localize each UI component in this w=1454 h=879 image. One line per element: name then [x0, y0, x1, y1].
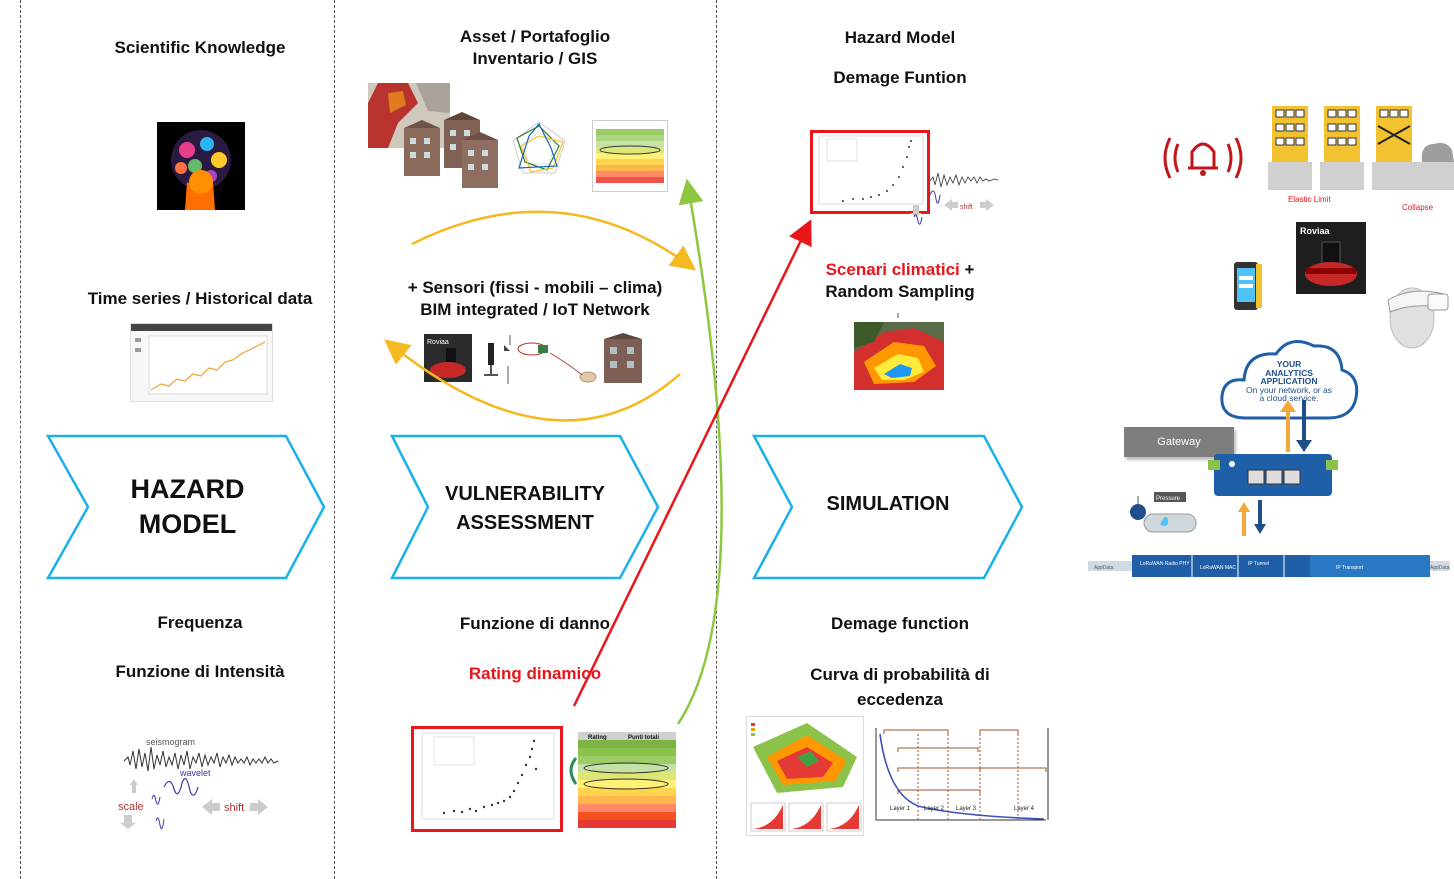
scenari-title: Scenari climatici + Random Sampling [825, 260, 975, 301]
funzione-danno-title: Funzione di danno [459, 614, 611, 633]
yellow-arrow-top [411, 210, 697, 271]
svg-text:Layer 4: Layer 4 [1014, 806, 1035, 812]
analytics-cloud [1220, 340, 1359, 420]
hazard-model-label: HAZARD MODEL [130, 474, 245, 539]
svg-text:AppData: AppData [1094, 565, 1114, 571]
alarm-bell-icon [1163, 137, 1243, 179]
time-series-title: Time series / Historical data [87, 289, 313, 308]
demage-function-title: Demage function [831, 614, 969, 633]
frequenza-title: Frequenza [157, 613, 243, 632]
building-3d-image-1 [400, 120, 444, 176]
svg-text:Layer 1: Layer 1 [890, 806, 911, 812]
sensor-gateway-arrows [1238, 500, 1266, 536]
exceedance-curve-chart: Layer 1 Layer 2 Layer 3 Layer 4 [875, 728, 1049, 821]
svg-text:Layer 3: Layer 3 [956, 806, 977, 812]
sensor-devices-image [484, 335, 597, 383]
separator-1 [20, 0, 21, 879]
cloud-gateway-arrows [1280, 400, 1312, 452]
svg-text:LoRaWAN MAC: LoRaWAN MAC [1200, 565, 1236, 571]
time-series-chart-image [130, 323, 273, 402]
svg-text:shift: shift [224, 802, 244, 814]
sensori-title: + Sensori (fissi - mobili – clima) BIM i… [407, 278, 663, 319]
seismogram-shift-small: shift [910, 172, 999, 225]
svg-text:IP Transport: IP Transport [1336, 565, 1364, 571]
hazard-model-chevron [46, 434, 326, 580]
rating-table-image-top [592, 120, 668, 192]
hazard-model-top-title: Hazard Model [844, 28, 956, 47]
climate-scenario-map [854, 322, 944, 390]
simulation-label: SIMULATION [826, 493, 950, 515]
rating-dinamico-title: Rating dinamico [468, 664, 602, 683]
wavelet-diagram: seismogram wavelet scale shift [118, 737, 279, 830]
pressure-sensor: Pressure [1130, 492, 1197, 533]
brain-image [157, 122, 245, 210]
svg-text:shift: shift [960, 204, 973, 211]
svg-text:wavelet: wavelet [179, 768, 211, 778]
separator-3 [716, 0, 717, 879]
cloud-text: YOUR ANALYTICS APPLICATION On your netwo… [1246, 359, 1332, 403]
funzione-intensita-title: Funzione di Intensità [115, 662, 285, 681]
svg-text:Collapse: Collapse [1402, 203, 1434, 212]
rating-table-bottom: Rating Punti totali [569, 732, 676, 828]
exceedance-map-image [746, 716, 864, 836]
gateway-bar [1124, 427, 1234, 457]
damage-scatter-plot-top [810, 130, 930, 214]
damage-scatter-plot-bottom [411, 726, 563, 832]
robot-image-small: Roviaa [424, 334, 472, 382]
svg-text:LoRaWAN Radio PHY: LoRaWAN Radio PHY [1140, 561, 1190, 567]
svg-text:seismogram: seismogram [146, 737, 195, 747]
lorawan-pipe: AppData LoRaWAN Radio PHY LoRaWAN MAC IP… [1088, 555, 1450, 577]
gateway-label: Gateway [1157, 436, 1201, 448]
demage-funtion-title: Demage Funtion [833, 68, 967, 87]
robot-image-large: Roviaa [1296, 222, 1366, 294]
svg-text:Punti totali: Punti totali [628, 735, 659, 741]
svg-text:IP Tunnel: IP Tunnel [1248, 561, 1269, 567]
asset-portafoglio-title: Asset / Portafoglio Inventario / GIS [459, 27, 611, 68]
mobile-phone-icon [1234, 262, 1262, 310]
vulnerability-label: VULNERABILITY ASSESSMENT [445, 483, 605, 534]
svg-text:Layer 2: Layer 2 [924, 806, 945, 812]
curva-probabilita-title: Curva di probabilità di eccedenza [810, 665, 990, 709]
building-damage-states: Elastic Limit Collapse [1268, 106, 1454, 212]
gateway-device [1208, 454, 1338, 496]
svg-text:AppData: AppData [1430, 565, 1450, 571]
svg-text:Pressure: Pressure [1156, 496, 1181, 502]
svg-text:scale: scale [118, 801, 144, 813]
svg-text:Roviaa: Roviaa [427, 339, 449, 346]
radar-chart-image [502, 106, 576, 186]
vr-headset-person-icon [1387, 287, 1449, 349]
building-3d-image-3 [458, 132, 502, 188]
building-sensor-image [600, 333, 646, 383]
svg-text:Rating: Rating [588, 735, 607, 741]
separator-2 [334, 0, 335, 879]
svg-text:Roviaa: Roviaa [1300, 226, 1331, 236]
scientific-knowledge-title: Scientific Knowledge [114, 38, 286, 57]
svg-text:Elastic Limit: Elastic Limit [1288, 195, 1331, 204]
